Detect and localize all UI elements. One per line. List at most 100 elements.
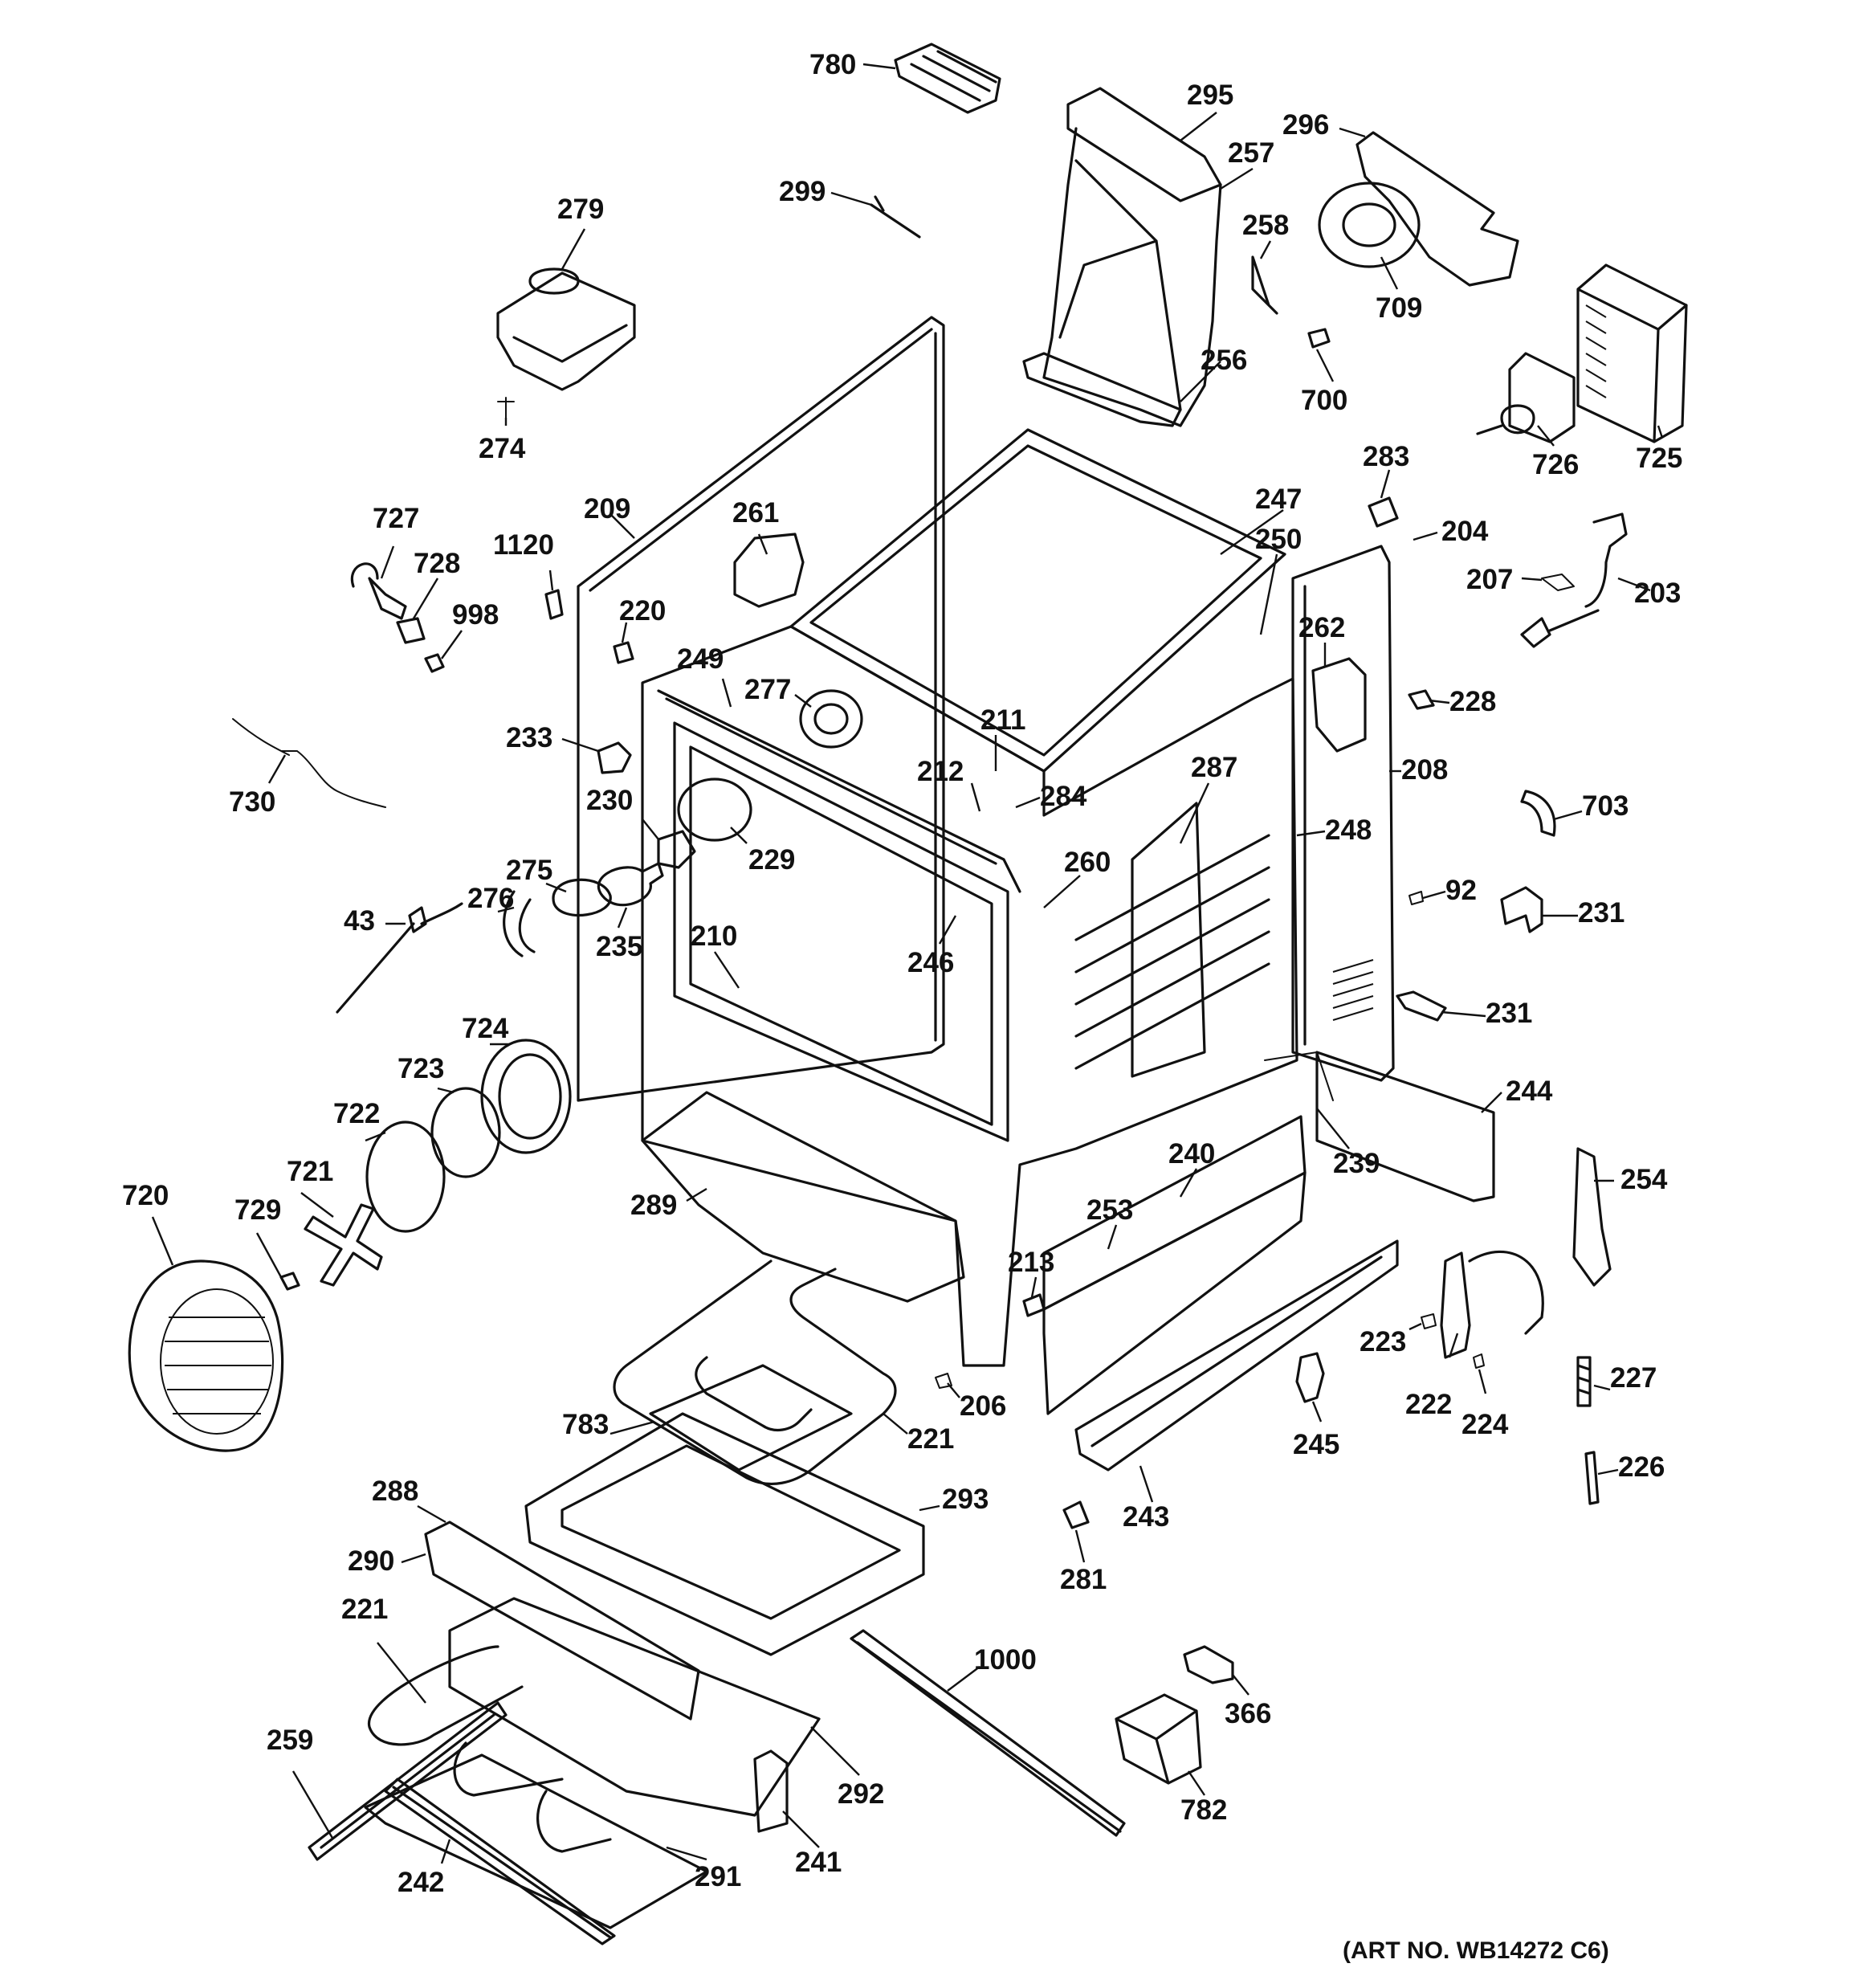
part-289-bottom-pan [641, 1091, 965, 1303]
callout-label: 262 [1298, 612, 1345, 643]
leader-230 [642, 818, 659, 840]
part-257-flue-duct [1042, 127, 1222, 427]
part-780-vent [894, 43, 1001, 114]
leader-257 [1220, 167, 1254, 190]
part-oven-body-top [789, 428, 1286, 773]
callout-label: 204 [1441, 516, 1489, 547]
callout-label: 223 [1360, 1326, 1406, 1357]
part-92-screw [1408, 891, 1424, 905]
leader-lines [151, 63, 1664, 1864]
callout-label: 276 [467, 883, 514, 914]
leader-283 [1380, 469, 1391, 499]
leader-780 [862, 63, 896, 70]
leader-281 [1074, 1529, 1086, 1563]
callout-label: 782 [1180, 1794, 1227, 1826]
callout-label: 728 [414, 548, 460, 579]
callout-label: 260 [1064, 847, 1111, 878]
part-262-bracket [1311, 657, 1367, 753]
callout-label: 210 [691, 921, 737, 952]
callout-label: 203 [1634, 578, 1681, 609]
leader-700 [1315, 349, 1335, 382]
callout-label: 275 [506, 855, 552, 886]
leader-226 [1597, 1468, 1619, 1476]
leader-203 [1617, 577, 1651, 592]
leader-730 [267, 754, 287, 784]
callout-label: 281 [1060, 1564, 1107, 1595]
part-203-harness [1520, 512, 1628, 648]
leader-287 [1179, 782, 1210, 844]
leader-246 [938, 915, 957, 945]
callout-label: 221 [907, 1423, 954, 1455]
callout-label: 257 [1228, 137, 1274, 169]
callout-label: 244 [1506, 1076, 1553, 1107]
callout-label: 207 [1466, 564, 1513, 595]
part-228-clip [1408, 689, 1435, 710]
part-258-clip [1251, 255, 1278, 315]
callout-label: 208 [1401, 754, 1448, 786]
part-oven-side-vents [1074, 834, 1270, 1070]
leader-284 [1015, 796, 1041, 809]
callout-label: 206 [960, 1390, 1006, 1422]
leader-703 [1553, 810, 1583, 821]
leader-243 [1139, 1465, 1154, 1503]
callout-label: 242 [397, 1867, 444, 1898]
callout-label: 231 [1486, 998, 1532, 1029]
callout-label: 209 [584, 493, 630, 525]
leader-709 [1380, 256, 1399, 290]
part-245-valve [1295, 1352, 1325, 1403]
leader-261 [757, 533, 768, 555]
callout-label: 221 [341, 1594, 388, 1625]
part-725-slots [1585, 304, 1607, 398]
part-230-socket [657, 830, 696, 869]
leader-224 [1478, 1369, 1487, 1394]
leader-299 [830, 191, 872, 206]
leader-260 [1043, 875, 1081, 908]
leader-239 [1316, 1108, 1350, 1149]
callout-label: 240 [1168, 1138, 1215, 1170]
callout-label: 245 [1293, 1429, 1339, 1460]
leader-221-lower [377, 1642, 426, 1704]
leader-247 [1220, 509, 1284, 555]
part-725-junction-box [1576, 263, 1688, 443]
leader-722 [365, 1131, 386, 1142]
callout-label: 227 [1610, 1362, 1657, 1394]
part-254-hinge [1572, 1147, 1612, 1287]
part-724-cover [480, 1039, 572, 1154]
callout-label: 228 [1449, 686, 1496, 717]
callout-label: 231 [1578, 897, 1625, 929]
part-222-hinge [1440, 1250, 1544, 1359]
leader-277 [794, 694, 812, 708]
part-293-tray [524, 1412, 925, 1656]
callout-label: 780 [809, 49, 856, 80]
callout-label: 726 [1532, 449, 1579, 480]
part-720-back-plate [128, 1259, 284, 1452]
callout-label: 222 [1405, 1389, 1452, 1420]
leader-727 [380, 545, 395, 579]
callout-label: 253 [1086, 1194, 1133, 1226]
callout-label: 366 [1225, 1698, 1271, 1729]
leader-1120 [548, 569, 554, 591]
leader-292 [810, 1726, 860, 1776]
part-726-motor [1476, 352, 1576, 443]
leader-289 [686, 1187, 707, 1202]
parts-layer [128, 43, 1688, 1945]
callout-label: 248 [1325, 814, 1372, 846]
part-241-rail [753, 1749, 789, 1833]
callout-label: 724 [462, 1013, 509, 1044]
callout-label: 243 [1123, 1501, 1169, 1533]
part-723-disc [430, 1087, 501, 1178]
leader-213 [1030, 1276, 1037, 1298]
callout-label: 211 [980, 704, 1025, 736]
leader-220 [621, 622, 628, 643]
leader-258 [1259, 240, 1272, 259]
callout-label: 729 [234, 1194, 281, 1226]
part-221-element-inner [695, 1356, 813, 1432]
part-209-side-panel [577, 316, 945, 1102]
leader-726 [1537, 425, 1555, 447]
callout-label: 783 [562, 1409, 609, 1440]
leader-228 [1429, 699, 1450, 704]
callout-label: 720 [122, 1180, 169, 1211]
part-oven-body [641, 625, 1298, 1367]
part-223-screw [1421, 1313, 1437, 1329]
